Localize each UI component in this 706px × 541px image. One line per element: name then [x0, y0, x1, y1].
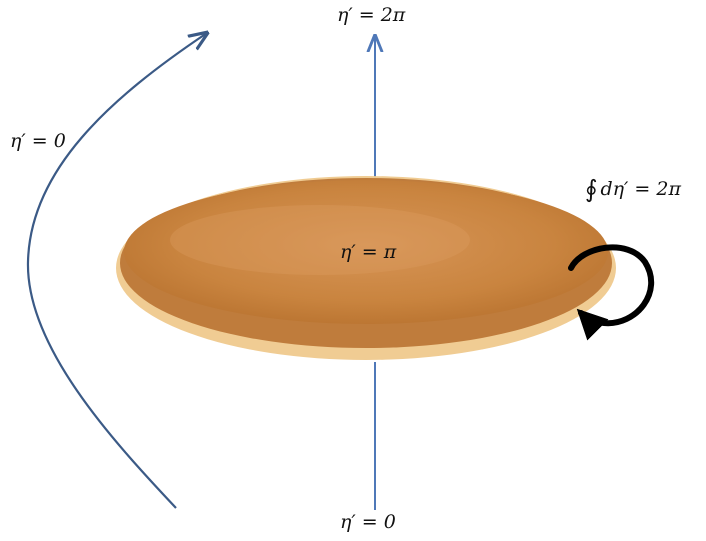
rotation-arrow: [568, 244, 654, 341]
contour-integral-symbol: ∮: [585, 175, 598, 203]
label-left-eta-0: η′ = 0: [10, 130, 66, 152]
label-top-eta-2pi: η′ = 2π: [337, 4, 406, 26]
contour-integral-expression: dη′ = 2π: [600, 178, 681, 200]
label-bottom-eta-0: η′ = 0: [340, 511, 396, 533]
pancake-highlight: [170, 205, 470, 275]
pancake-top: [124, 180, 608, 324]
left-curve-arrow: [26, 33, 207, 509]
pancake: [116, 176, 616, 360]
label-contour-integral: ∮dη′ = 2π: [585, 177, 681, 201]
label-center-eta-pi: η′ = π: [340, 241, 397, 263]
